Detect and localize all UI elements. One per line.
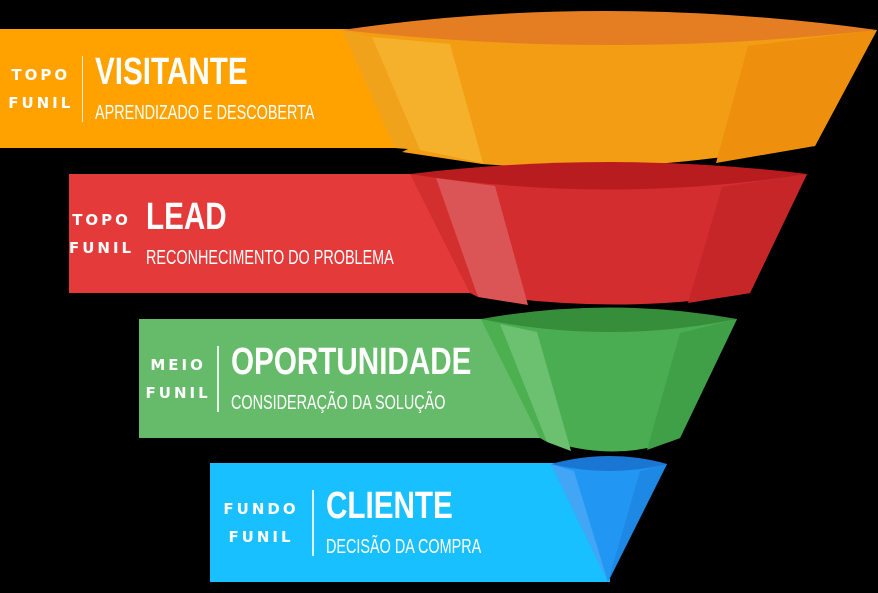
funnel-segment-cliente — [551, 456, 667, 582]
stage-title: OPORTUNIDADE — [230, 340, 472, 383]
stage-title: CLIENTE — [326, 484, 453, 527]
stage-tag-line2: FUNIL — [8, 93, 74, 112]
stage-subtitle: CONSIDERAÇÃO DA SOLUÇÃO — [230, 391, 446, 414]
stage-tag-line1: TOPO — [72, 210, 131, 229]
stage-tag: MEIO FUNIL — [139, 351, 217, 407]
divider — [312, 489, 314, 556]
stage-tag: TOPO FUNIL — [0, 61, 82, 117]
stage-subtitle: APRENDIZADO E DESCOBERTA — [95, 101, 315, 124]
stage-3-bar-bg — [139, 319, 559, 438]
funnel-segment-lead — [410, 162, 807, 305]
stage-tag-line2: FUNIL — [69, 238, 135, 257]
stage-tag-line2: FUNIL — [228, 527, 294, 546]
stage-tag-line2: FUNIL — [145, 383, 211, 402]
stage-2-bar-bg — [69, 174, 489, 293]
stage-tag-line1: FUNDO — [223, 499, 299, 518]
stage-cliente: FUNDO FUNIL CLIENTE DECISÃO DA COMPRA — [210, 463, 610, 582]
stage-title: VISITANTE — [95, 50, 248, 93]
stage-subtitle: RECONHECIMENTO DO PROBLEMA — [146, 246, 394, 269]
stage-4-bar-bg — [210, 463, 610, 582]
divider — [217, 345, 219, 412]
stage-subtitle: DECISÃO DA COMPRA — [326, 535, 482, 558]
stage-tag: TOPO FUNIL — [69, 206, 134, 262]
stage-lead: TOPO FUNIL LEAD RECONHECIMENTO DO PROBLE… — [69, 174, 469, 293]
stage-1-bar-bg — [0, 29, 400, 148]
stage-tag-line1: MEIO — [150, 355, 206, 374]
divider — [81, 55, 84, 122]
stage-tag: FUNDO FUNIL — [210, 495, 312, 551]
stage-title: LEAD — [146, 195, 227, 238]
funnel-segment-visitante — [342, 11, 877, 168]
stage-oportunidade: MEIO FUNIL OPORTUNIDADE CONSIDERAÇÃO DA … — [139, 319, 539, 438]
funnel-segment-oportunidade — [481, 307, 737, 452]
stage-visitante: TOPO FUNIL VISITANTE APRENDIZADO E DESCO… — [0, 29, 400, 148]
stage-tag-line1: TOPO — [11, 65, 71, 84]
